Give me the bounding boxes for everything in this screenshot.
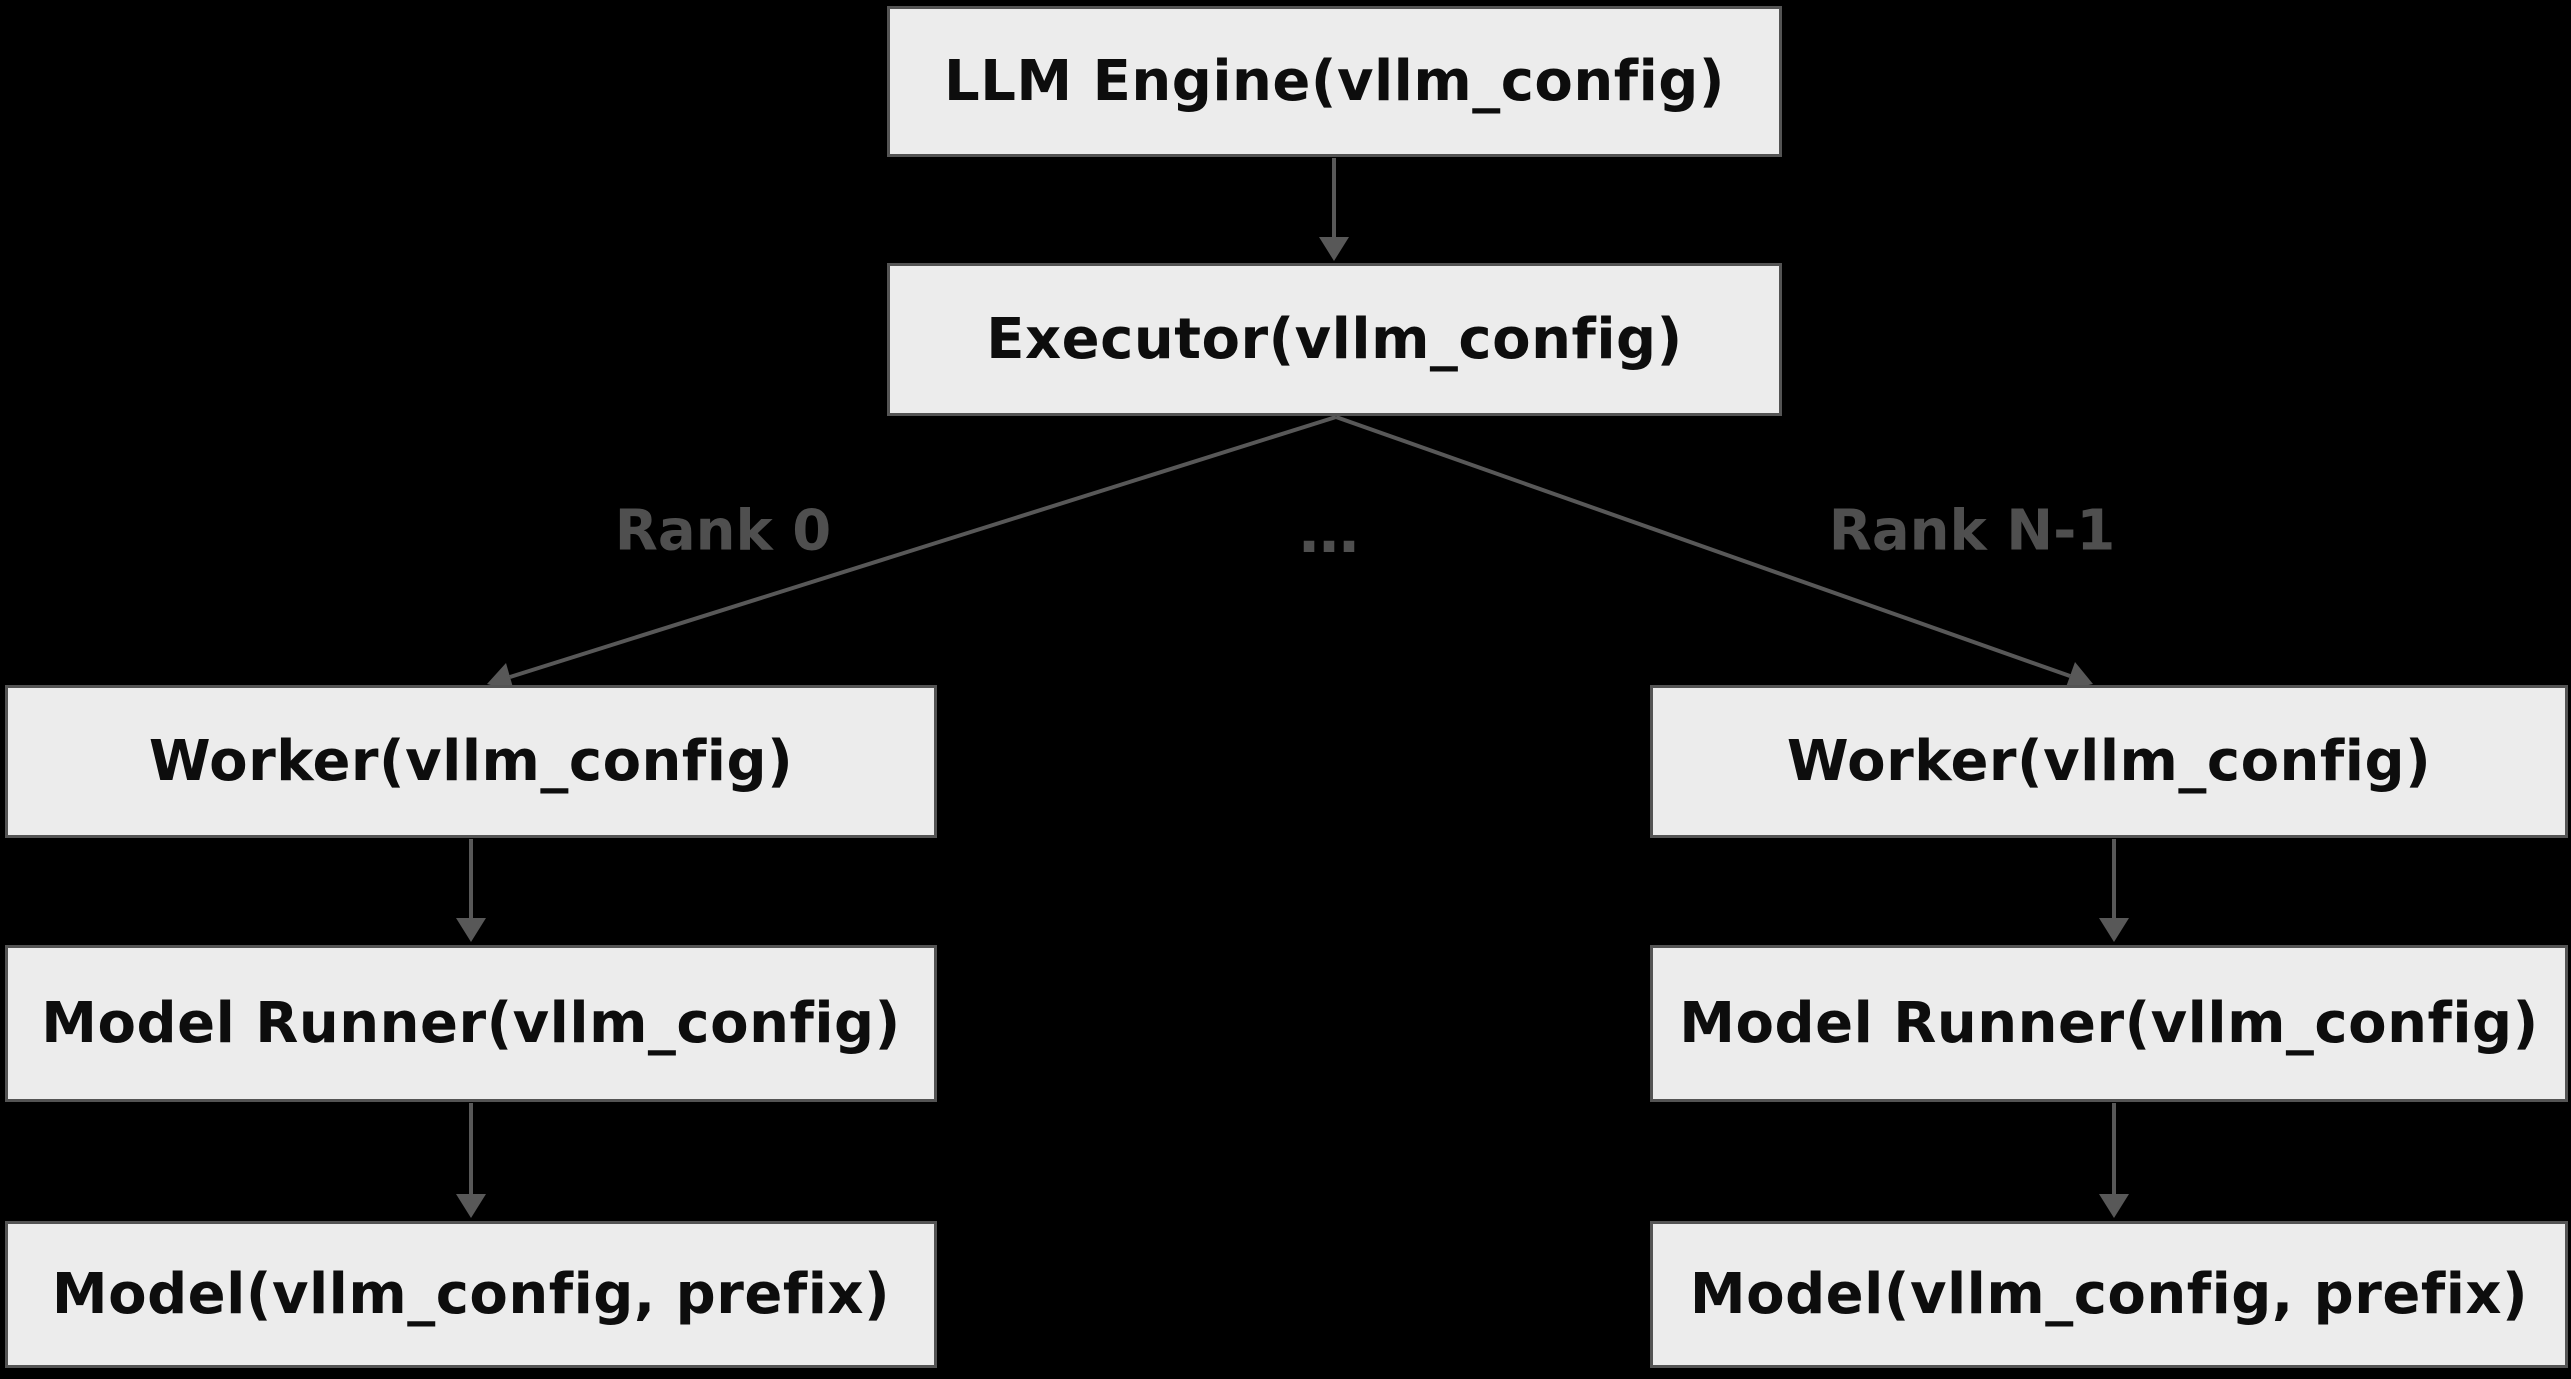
edge-executor-to-worker-left bbox=[509, 415, 1337, 679]
node-model-runner-rank-0-label: Model Runner(vllm_config) bbox=[41, 991, 901, 1056]
arrowhead-executor-to-worker-left bbox=[487, 663, 514, 691]
arrowhead-worker-right-to-model-runner-right bbox=[2099, 918, 2129, 942]
node-model-rank-n-1: Model(vllm_config, prefix) bbox=[1650, 1221, 2568, 1368]
edge-label-rank-0: Rank 0 bbox=[614, 498, 832, 564]
node-llm-engine-label: LLM Engine(vllm_config) bbox=[944, 49, 1725, 114]
arrowhead-executor-to-worker-right bbox=[2065, 662, 2093, 690]
node-model-runner-rank-n-1-label: Model Runner(vllm_config) bbox=[1679, 991, 2539, 1056]
arrowhead-llm-engine-to-executor bbox=[1319, 237, 1349, 261]
node-model-runner-rank-n-1: Model Runner(vllm_config) bbox=[1650, 945, 2568, 1102]
node-worker-rank-0-label: Worker(vllm_config) bbox=[148, 729, 794, 794]
node-worker-rank-n-1-label: Worker(vllm_config) bbox=[1786, 729, 2432, 794]
edge-label-ellipsis: … bbox=[1299, 497, 1363, 567]
node-executor: Executor(vllm_config) bbox=[887, 263, 1782, 416]
node-model-runner-rank-0: Model Runner(vllm_config) bbox=[5, 945, 937, 1102]
node-model-rank-n-1-label: Model(vllm_config, prefix) bbox=[1689, 1262, 2529, 1327]
arrowhead-model-runner-right-to-model-right bbox=[2099, 1194, 2129, 1218]
arrowhead-worker-left-to-model-runner-left bbox=[456, 918, 486, 942]
node-llm-engine: LLM Engine(vllm_config) bbox=[887, 6, 1782, 157]
node-worker-rank-n-1: Worker(vllm_config) bbox=[1650, 685, 2568, 838]
edge-executor-to-worker-right bbox=[1335, 415, 2071, 678]
edge-label-rank-n-1: Rank N-1 bbox=[1828, 498, 2116, 564]
node-model-rank-0-label: Model(vllm_config, prefix) bbox=[51, 1262, 891, 1327]
arrowhead-model-runner-left-to-model-left bbox=[456, 1194, 486, 1218]
node-worker-rank-0: Worker(vllm_config) bbox=[5, 685, 937, 838]
node-executor-label: Executor(vllm_config) bbox=[986, 307, 1683, 372]
node-model-rank-0: Model(vllm_config, prefix) bbox=[5, 1221, 937, 1368]
